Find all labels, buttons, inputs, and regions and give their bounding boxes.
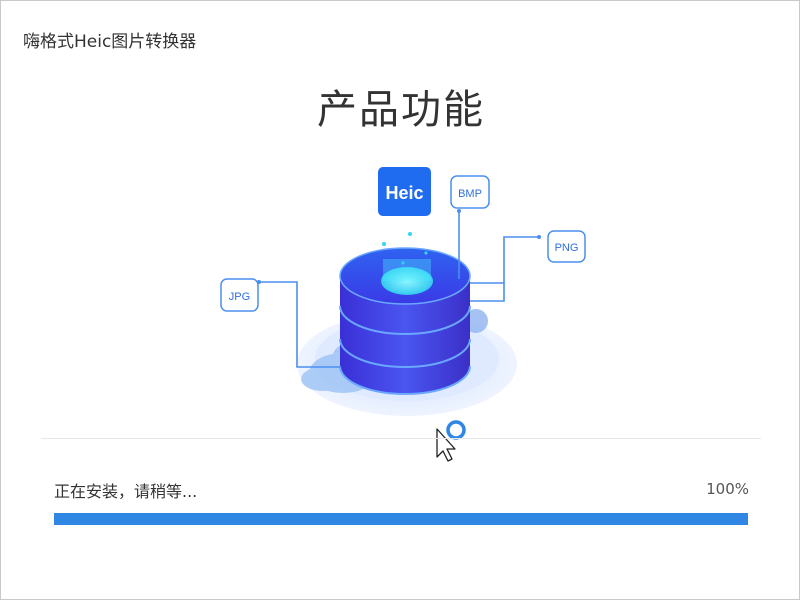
cylinder-glow: [381, 267, 433, 295]
cylinder-band-3: [339, 365, 471, 395]
light-beam: [383, 259, 431, 281]
format-tag-bmp-label: BMP: [458, 188, 482, 200]
format-tag-bmp: [450, 175, 490, 209]
connector-dot: [537, 235, 541, 239]
sparkle: [401, 261, 405, 265]
format-tag-png: [547, 230, 586, 263]
cylinder-band-2: [339, 338, 471, 368]
mouse-cursor-icon: [436, 428, 456, 462]
loading-spinner-icon: [446, 420, 466, 440]
divider: [41, 438, 761, 439]
sparkle: [424, 251, 428, 255]
heic-badge: [378, 167, 431, 216]
progress-percent: 100%: [706, 480, 749, 498]
page-heading: 产品功能: [317, 87, 485, 133]
sparkle: [382, 242, 386, 246]
install-progress-fill: [54, 513, 748, 525]
app-title: 嗨格式Heic图片转换器: [23, 32, 197, 52]
install-progress-bar: [54, 513, 748, 525]
connector-lines: [259, 211, 539, 368]
cylinder-band-1: [339, 305, 471, 335]
format-tag-png-label: PNG: [555, 242, 579, 254]
connector-dot: [457, 209, 461, 213]
heic-badge-label: Heic: [385, 183, 423, 203]
install-status-text: 正在安装，请稍等...: [54, 482, 198, 501]
format-tag-jpg-label: JPG: [229, 291, 250, 303]
sparkle: [408, 232, 412, 236]
format-tag-jpg: [220, 278, 259, 312]
